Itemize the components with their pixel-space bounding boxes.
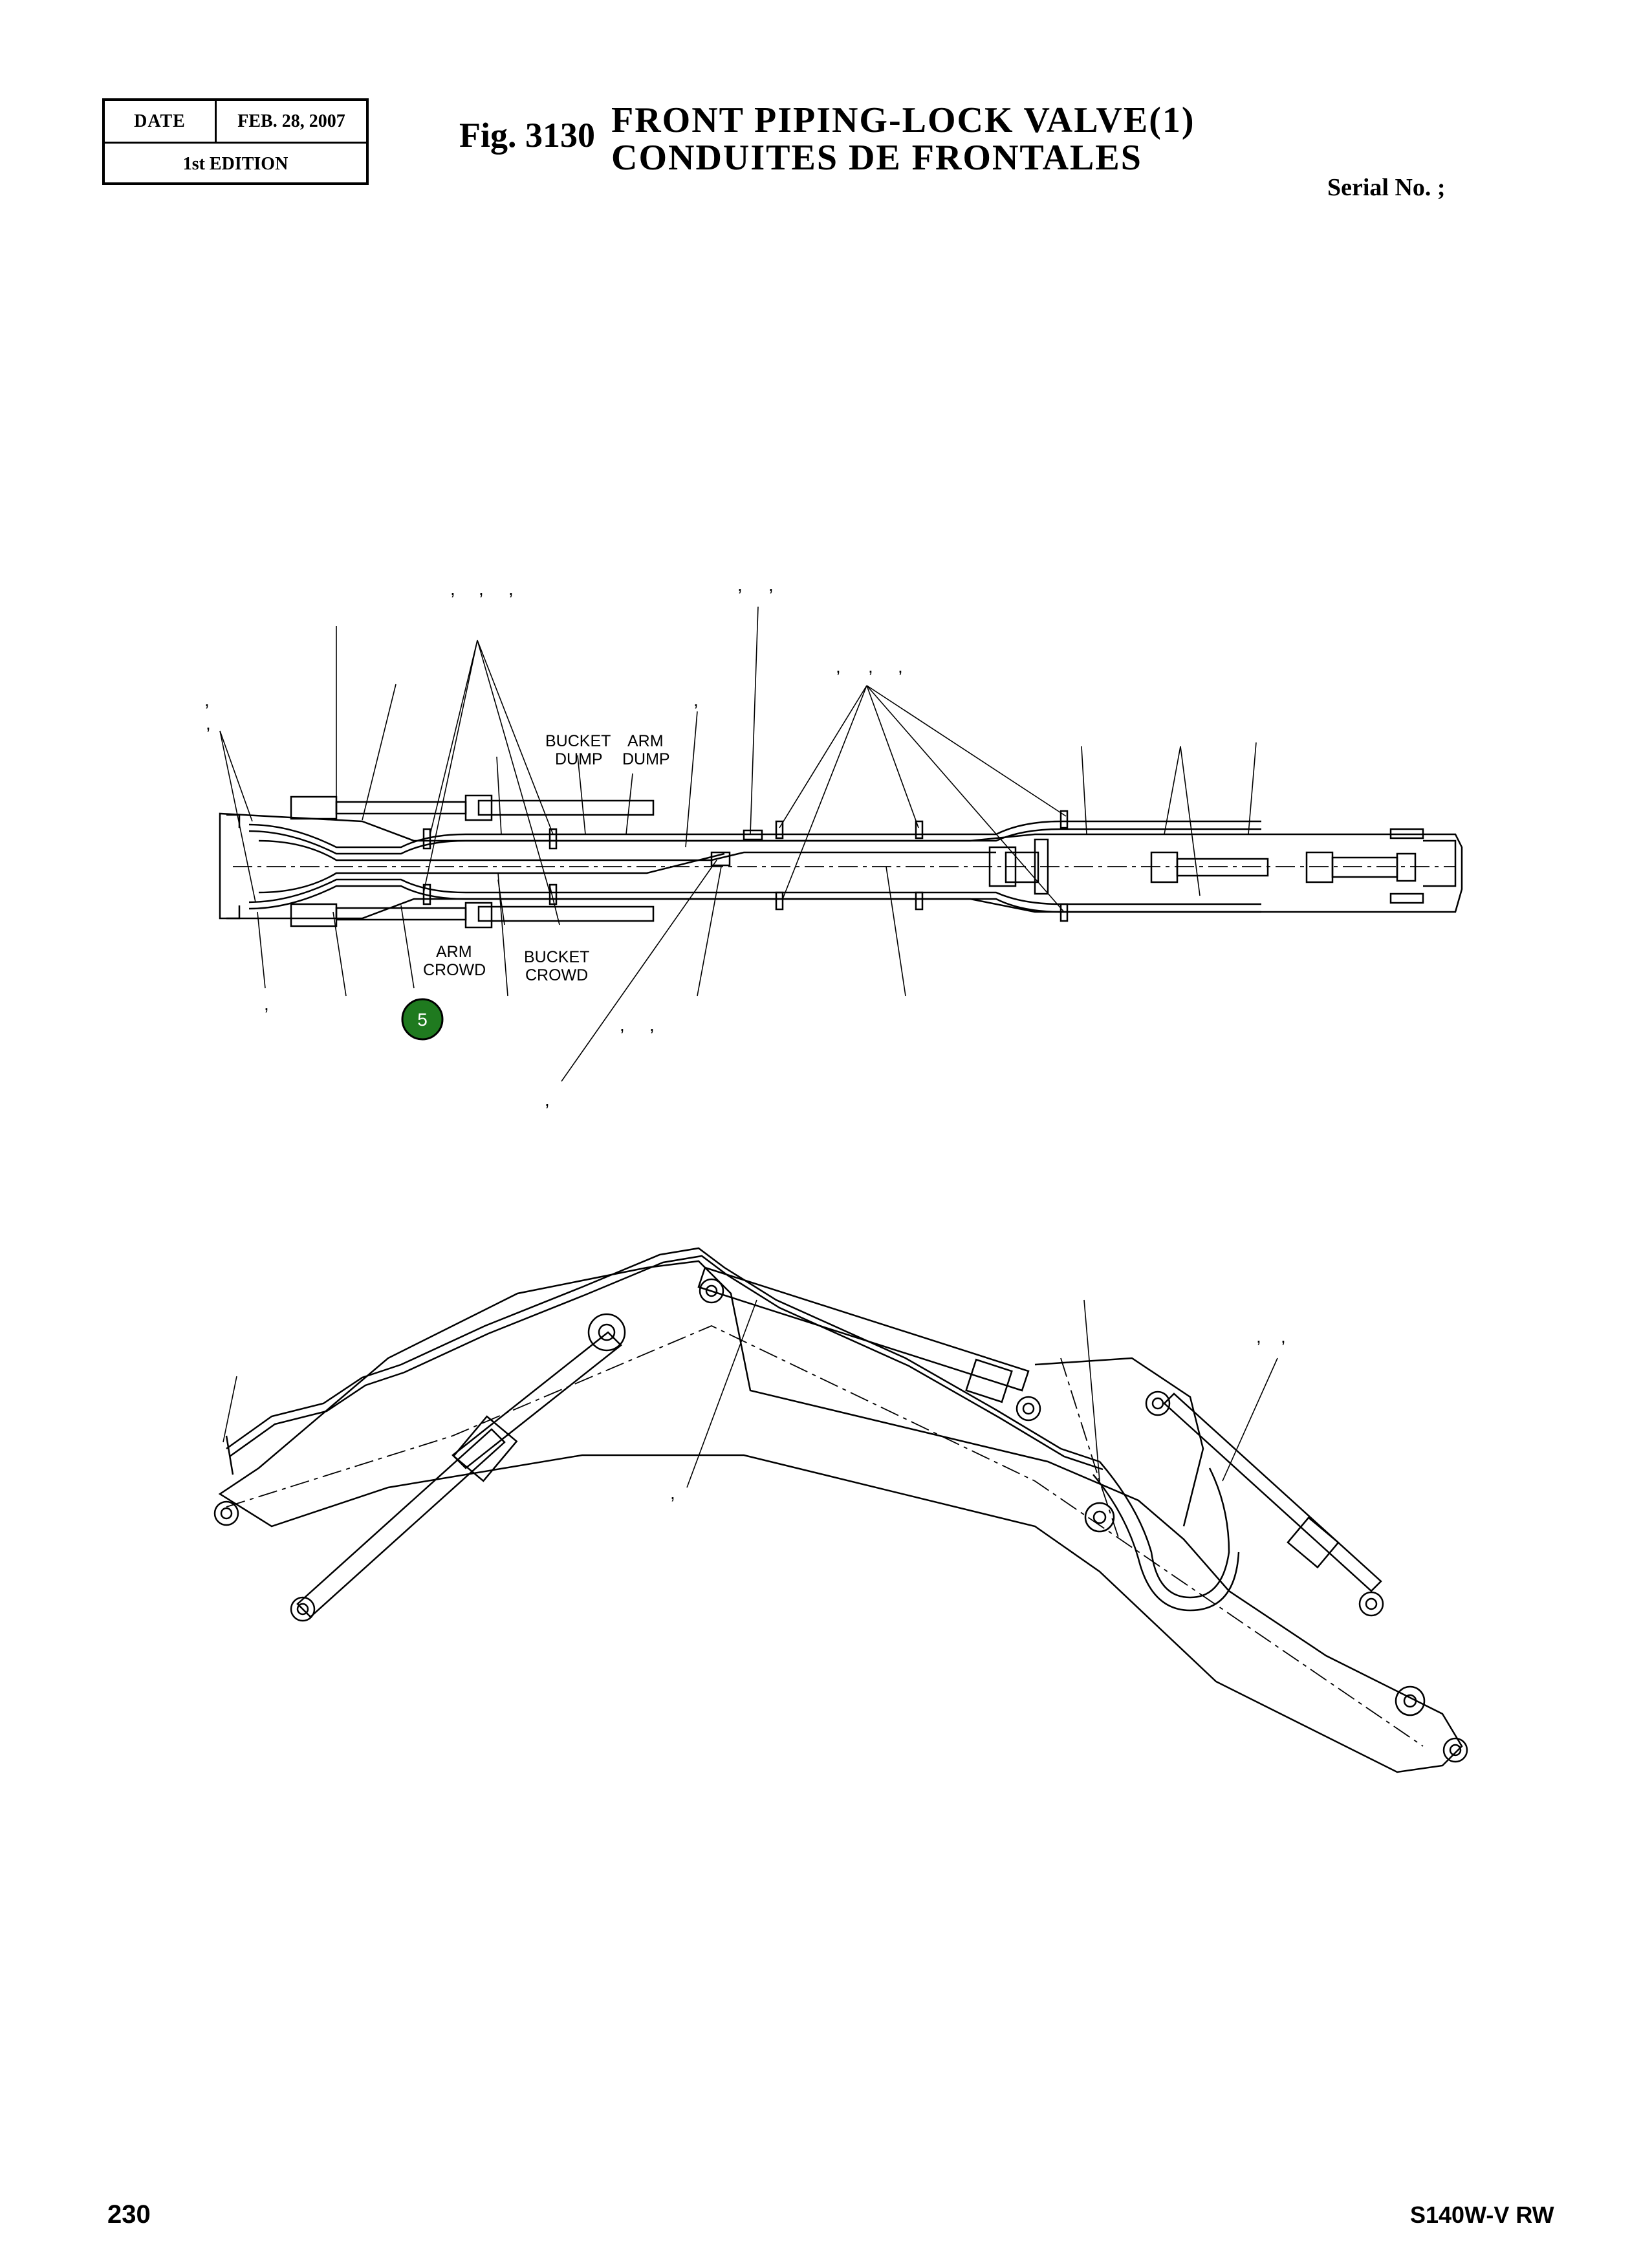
serial-number: Serial No. ; [1327, 174, 1446, 201]
tick-mark: , [264, 994, 269, 1014]
tick-mark: , [508, 579, 514, 599]
callout-5[interactable]: 5 [401, 998, 444, 1041]
figure-title-english: FRONT PIPING-LOCK VALVE(1) [611, 100, 1195, 140]
tick-mark: , [620, 1015, 625, 1035]
label-bucket-crowd-line2: CROWD [525, 966, 588, 984]
model-name: S140W-V RW [1410, 2202, 1554, 2228]
tick-mark: , [898, 656, 903, 676]
date-row: DATE FEB. 28, 2007 [105, 101, 366, 144]
tick-mark: , [545, 1090, 550, 1110]
figure-title-french: CONDUITES DE FRONTALES [611, 138, 1142, 178]
top-view-boom-drawing [219, 606, 1463, 1082]
label-arm-crowd-line1: ARM [436, 943, 472, 961]
tick-mark: , [206, 713, 211, 733]
callout-circle [401, 998, 444, 1041]
date-label: DATE [105, 101, 217, 142]
tick-mark: , [1256, 1326, 1261, 1347]
label-bucket-dump-line2: DUMP [555, 750, 603, 768]
tick-mark: , [1281, 1326, 1286, 1347]
side-view-boom-drawing [213, 1247, 1468, 1773]
label-bucket-crowd-line1: BUCKET [524, 948, 589, 966]
label-bucket-dump-line1: BUCKET [545, 732, 611, 750]
date-box: DATE FEB. 28, 2007 1st EDITION [102, 98, 369, 185]
tick-mark: , [450, 579, 455, 599]
tick-mark: , [868, 656, 873, 676]
page-number: 230 [107, 2200, 151, 2229]
tick-mark: , [649, 1015, 655, 1035]
label-arm-dump-line1: ARM [627, 732, 664, 750]
tick-mark: , [737, 575, 743, 595]
part-number-ticks: , , , , , , , , , , , , , , , , , , [204, 575, 1286, 1503]
edition-label: 1st EDITION [182, 153, 288, 174]
tick-mark: , [204, 690, 210, 710]
tick-mark: , [693, 690, 699, 710]
tick-mark: , [670, 1483, 675, 1503]
tick-mark: , [836, 656, 841, 676]
label-arm-dump-line2: DUMP [622, 750, 670, 768]
label-arm-crowd-line2: CROWD [423, 961, 486, 979]
figure-number: Fig. 3130 [459, 116, 595, 155]
tick-mark: , [479, 579, 484, 599]
date-value: FEB. 28, 2007 [237, 111, 345, 131]
callout-number: 5 [417, 1010, 428, 1030]
tick-mark: , [768, 575, 774, 595]
